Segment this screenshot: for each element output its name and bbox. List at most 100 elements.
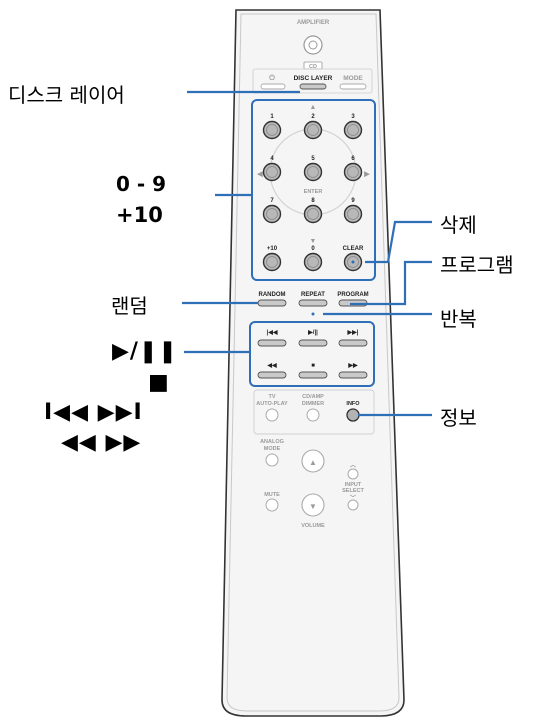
previous-button[interactable] bbox=[257, 339, 287, 347]
rewind-icon: ◀◀ bbox=[266, 362, 277, 369]
search-callout: ◀◀ ▶▶ bbox=[61, 430, 142, 455]
volume-label: VOLUME bbox=[301, 523, 325, 529]
power-button[interactable] bbox=[303, 35, 323, 55]
key-4-ring bbox=[266, 166, 278, 178]
info-label: INFO bbox=[346, 401, 360, 407]
key-9-button[interactable] bbox=[343, 204, 363, 224]
program-leader bbox=[350, 260, 432, 306]
key-2-ring bbox=[307, 124, 319, 136]
digits-callout: 0 - 9 bbox=[116, 172, 167, 196]
next-icon: ▶▶| bbox=[347, 329, 359, 336]
delete-leader bbox=[365, 220, 432, 264]
analog-mode-label: ANALOG bbox=[260, 439, 284, 445]
key-label-clear: CLEAR bbox=[343, 246, 364, 252]
fast-forward-icon: ▶▶ bbox=[347, 362, 358, 369]
key-plus10-button[interactable] bbox=[262, 252, 282, 272]
key-label-1: 1 bbox=[270, 114, 274, 120]
mute-label: MUTE bbox=[264, 492, 280, 498]
tv-autoplay-label: TV bbox=[268, 394, 275, 400]
mute-button[interactable] bbox=[265, 498, 279, 512]
key-label-5: 5 bbox=[311, 156, 315, 162]
random-callout: 랜덤 bbox=[111, 294, 148, 318]
key-6-button[interactable] bbox=[343, 162, 363, 182]
repeat-callout: 반복 bbox=[440, 307, 477, 331]
disc-layer-button[interactable] bbox=[299, 83, 327, 90]
key-5-button[interactable] bbox=[303, 162, 323, 182]
key-label-2: 2 bbox=[311, 114, 315, 120]
numeric-keypad-highlight bbox=[251, 99, 376, 281]
info-button[interactable] bbox=[346, 408, 360, 422]
key-1-button[interactable] bbox=[262, 120, 282, 140]
svg-text:◀: ◀ bbox=[256, 171, 263, 178]
stop-icon: ■ bbox=[311, 363, 315, 369]
analog-mode-button[interactable] bbox=[265, 453, 279, 467]
key-label-8: 8 bbox=[311, 198, 315, 204]
svg-text:DIMMER: DIMMER bbox=[302, 401, 324, 407]
key-label-6: 6 bbox=[351, 156, 355, 162]
rewind-button[interactable] bbox=[257, 371, 287, 379]
play-pause-button[interactable] bbox=[298, 339, 328, 347]
key-7-button[interactable] bbox=[262, 204, 282, 224]
input-select-up-button[interactable] bbox=[347, 468, 359, 480]
play-pause-callout: ▶/❚❚ bbox=[112, 339, 178, 364]
volume-up-icon: ▲ bbox=[309, 458, 317, 467]
mode-button[interactable] bbox=[339, 83, 367, 90]
key-7-ring bbox=[266, 208, 278, 220]
key-label-0: 0 bbox=[311, 246, 315, 252]
repeat-button[interactable] bbox=[298, 299, 328, 307]
key-2-button[interactable] bbox=[303, 120, 323, 140]
random-button[interactable] bbox=[257, 299, 287, 307]
key-8-ring bbox=[307, 208, 319, 220]
key-label-7: 7 bbox=[270, 198, 274, 204]
key-label-plus10: +10 bbox=[267, 246, 278, 252]
transport-highlight bbox=[249, 321, 375, 387]
key-8-button[interactable] bbox=[303, 204, 323, 224]
stop-callout: ■ bbox=[148, 370, 170, 395]
key-plus10-ring bbox=[266, 256, 278, 268]
next-button[interactable] bbox=[338, 339, 368, 347]
mode-label: MODE bbox=[343, 75, 363, 82]
volume-up-button[interactable] bbox=[301, 449, 325, 473]
key-9-ring bbox=[347, 208, 359, 220]
key-clear-ring bbox=[347, 256, 359, 268]
key-label-3: 3 bbox=[351, 114, 355, 120]
key-4-button[interactable] bbox=[262, 162, 282, 182]
skip-callout: I◀◀ ▶▶I bbox=[44, 400, 143, 425]
amplifier-label: AMPLIFIER bbox=[297, 20, 330, 26]
svg-text:SELECT: SELECT bbox=[342, 488, 364, 494]
svg-text:﹀: ﹀ bbox=[350, 494, 356, 502]
key-3-button[interactable] bbox=[343, 120, 363, 140]
fast-forward-button[interactable] bbox=[338, 371, 368, 379]
info-callout: 정보 bbox=[440, 406, 477, 430]
delete-callout: 삭제 bbox=[440, 213, 477, 237]
stop-button[interactable] bbox=[298, 371, 328, 379]
volume-down-icon: ▼ bbox=[309, 502, 317, 511]
svg-text:▲: ▲ bbox=[310, 104, 317, 111]
key-0-button[interactable] bbox=[303, 252, 323, 272]
disc-layer-label: DISC LAYER bbox=[294, 75, 333, 82]
callout-lines bbox=[182, 90, 432, 417]
svg-text:▶: ▶ bbox=[363, 171, 370, 178]
program-callout: 프로그램 bbox=[440, 253, 514, 277]
random-label: RANDOM bbox=[259, 292, 286, 298]
svg-text:▼: ▼ bbox=[310, 238, 317, 245]
cd-label: CD bbox=[309, 64, 317, 70]
tv-autoplay-button[interactable] bbox=[265, 408, 279, 422]
power-icon bbox=[308, 40, 318, 50]
program-label: PROGRAM bbox=[337, 292, 368, 298]
input-select-label: INPUT bbox=[345, 482, 362, 488]
svg-text:AUTO-PLAY: AUTO-PLAY bbox=[256, 401, 288, 407]
svg-text:︿: ︿ bbox=[350, 463, 356, 469]
dimmer-button[interactable] bbox=[306, 408, 320, 422]
key-1-ring bbox=[266, 124, 278, 136]
input-select-down-button[interactable] bbox=[347, 499, 359, 511]
key-label-9: 9 bbox=[351, 198, 355, 204]
volume-down-button[interactable] bbox=[301, 493, 325, 517]
cd-power-icon: ⏻ bbox=[269, 74, 275, 82]
key-3-ring bbox=[347, 124, 359, 136]
cd-amp-label: CD/AMP bbox=[302, 394, 324, 400]
previous-icon: |◀◀ bbox=[267, 329, 278, 336]
